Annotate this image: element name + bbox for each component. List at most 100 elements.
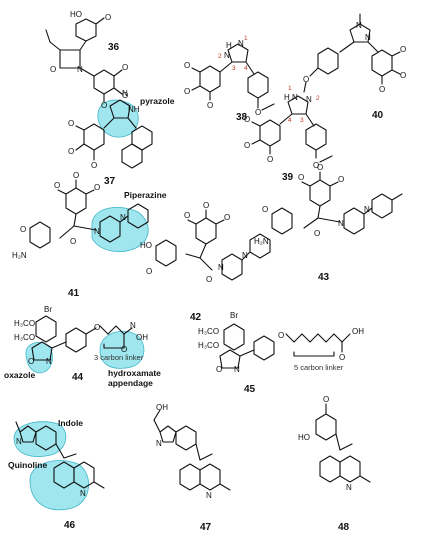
label-hydroxamate: hydroxamate (108, 368, 161, 378)
atom-46-n-indole: N (16, 437, 22, 446)
piperazine-ring-43 (343, 207, 365, 235)
ring-num-39-1: 1 (288, 85, 292, 92)
bond-43-ome3 (329, 181, 339, 187)
atom-40-n-2: N (365, 33, 371, 42)
atom-43-o-3: O (338, 175, 344, 184)
structure-43 (271, 171, 403, 235)
bond-43-a (317, 205, 321, 219)
bond-44-linker4 (115, 325, 125, 335)
ring-48-guaiacol (315, 413, 337, 441)
atom-44-o-oxazole: O (28, 357, 34, 366)
atom-43-h2n: H₂N (254, 237, 269, 246)
compound-label-48: 48 (338, 522, 350, 533)
bond-44-linker5 (123, 327, 133, 335)
label-piperazine: Piperazine (124, 190, 167, 200)
structure-38 (191, 43, 275, 111)
bond-42-ome3 (215, 219, 225, 225)
atom-41-n-1: N (94, 227, 100, 236)
atom-41-o-1: O (54, 181, 60, 190)
atom-39-h: H (284, 93, 290, 102)
atom-45-h3co-2: H₃CO (198, 341, 219, 350)
atom-46-n-quinoline: N (80, 489, 86, 498)
bond-38-ome1 (191, 67, 201, 73)
atom-48-n-quinoline: N (346, 483, 352, 492)
bond-42-ome1 (187, 219, 197, 225)
atom-41-o-carbonyl: O (70, 237, 76, 246)
bond-40-ome1 (391, 51, 401, 57)
atom-38-h: H (226, 41, 232, 50)
structure-48 (315, 403, 371, 483)
ring-41-phenyl (127, 203, 149, 229)
bond-41-d (59, 225, 75, 239)
ring-44-aryl (35, 315, 57, 343)
indole-benzene-47 (175, 425, 197, 451)
atom-45-o-carbonyl: O (339, 353, 345, 362)
atom-43-o-2: O (317, 163, 323, 172)
atom-37-n: N (122, 89, 128, 98)
ring-num-38-1: 1 (244, 35, 248, 42)
bond-46-a (55, 443, 65, 459)
bond-47-a (195, 443, 201, 461)
bond-40-oet (309, 67, 319, 77)
bond-39-ome1 (251, 121, 261, 127)
bond-37-a (103, 117, 115, 129)
atom-37-o-1: O (68, 119, 74, 128)
structure-39 (251, 95, 333, 163)
atom-39-o-1: O (244, 115, 250, 124)
atom-45-oh: OH (352, 327, 364, 336)
atom-39-n-1: N (292, 93, 298, 102)
lactam-ring-36 (59, 49, 81, 69)
structure-36 (45, 17, 123, 103)
atom-45-o-ether: O (278, 331, 284, 340)
bond-38-a (219, 61, 233, 73)
ring-38-phenyl (247, 71, 269, 99)
linker-45 (285, 333, 351, 343)
ring-42-guaiacol (155, 239, 177, 267)
atom-40-o-3: O (400, 71, 406, 80)
bond-42-d (241, 251, 251, 261)
atom-37-o-3: O (91, 161, 97, 170)
bond-42-b (185, 253, 201, 259)
label-appendage: appendage (108, 378, 153, 388)
ring-num-38-4: 4 (244, 65, 248, 72)
bond-47-oh (153, 409, 161, 421)
ring-num-39-4: 4 (288, 117, 292, 124)
compound-label-38: 38 (236, 112, 248, 123)
bond-36-b (79, 67, 95, 77)
compound-label-40: 40 (372, 110, 384, 121)
atom-41-h2n: H₂N (12, 251, 27, 260)
ring-43-aniline (271, 207, 293, 235)
atom-48-ho: HO (298, 433, 310, 442)
bond-37-ome1 (75, 125, 85, 131)
bond-48-vinyl (339, 443, 353, 451)
atom-36-o-3: O (101, 101, 107, 110)
atom-41-o-4: O (20, 225, 26, 234)
atom-44-o-carbonyl: O (121, 345, 127, 354)
atom-45-br: Br (230, 311, 238, 320)
piperazine-ring-42 (221, 253, 243, 281)
atom-39-o-3: O (267, 155, 273, 164)
linker-bracket-44 (103, 343, 125, 349)
bond-47-methyl (219, 483, 231, 491)
ring-num-39-3: 3 (300, 117, 304, 124)
pyrazole-ring-40 (349, 23, 371, 43)
atom-44-h3co-2: H₃CO (14, 333, 35, 342)
ring-39-phenyl (305, 123, 327, 151)
structure-47 (153, 409, 231, 491)
bond-39-et (319, 155, 333, 163)
atom-38-o-4: O (255, 108, 261, 117)
bond-36-ome-top (95, 17, 105, 25)
ring-36-bottom (93, 69, 115, 95)
naph-37-b (121, 143, 143, 169)
atom-45-h3co-1: H₃CO (198, 327, 219, 336)
compound-label-41: 41 (68, 288, 80, 299)
atom-42-n-2: N (242, 251, 248, 260)
indole-pyrrole-47 (159, 425, 177, 443)
bond-36-a (79, 40, 87, 51)
ring-41-tmp (65, 187, 87, 215)
bond-43-c (363, 207, 373, 215)
atom-44-h3co-1: H₃CO (14, 319, 35, 328)
atom-43-o-carbonyl: O (314, 229, 320, 238)
atom-43-o-4: O (262, 205, 268, 214)
